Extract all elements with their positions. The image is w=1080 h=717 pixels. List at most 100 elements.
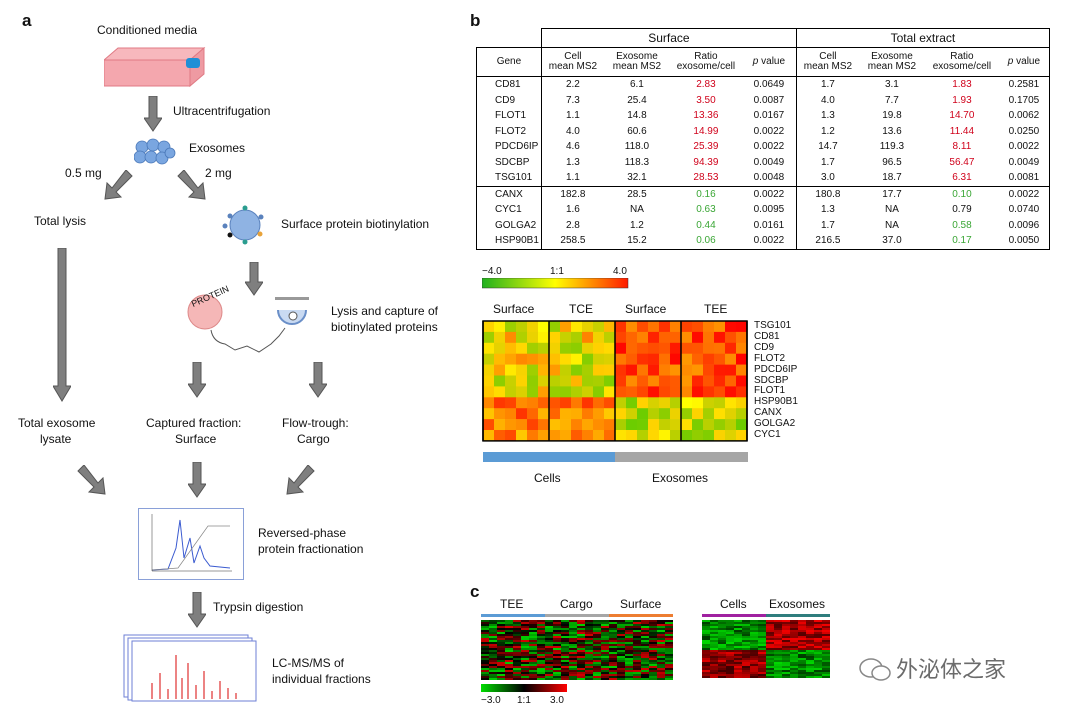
total-cell-value: 180.8 xyxy=(795,186,859,202)
step-conditioned-media: Conditioned media xyxy=(97,23,198,37)
heatmap-cell xyxy=(569,626,578,629)
heatmap-cell xyxy=(742,658,751,661)
heatmap-cell xyxy=(750,634,759,637)
heatmap-cell xyxy=(617,632,626,635)
heatmap-cell xyxy=(615,430,627,442)
heatmap-cell xyxy=(782,626,791,629)
heatmap-cell xyxy=(806,644,815,647)
heatmap-cell xyxy=(553,620,562,623)
heatmap-cell xyxy=(577,664,586,667)
heatmap-cell xyxy=(569,656,578,659)
heatmap-cell xyxy=(633,652,642,655)
heatmap-cell xyxy=(806,668,815,671)
heatmap-cell xyxy=(798,646,807,649)
surface-cell-value: 1.1 xyxy=(540,170,604,186)
heatmap-cell xyxy=(649,662,658,665)
heatmap-cell xyxy=(774,662,783,665)
heatmap-cell xyxy=(569,648,578,651)
heatmap-cell xyxy=(790,652,799,655)
heatmap-cell xyxy=(571,397,583,409)
heatmap-cell xyxy=(710,644,719,647)
heatmap-cell xyxy=(649,640,658,643)
heatmap-cell xyxy=(633,638,642,641)
heatmap-cell xyxy=(521,672,530,675)
heatmap-gene-label: PDCD6IP xyxy=(754,363,798,375)
heatmap-cell xyxy=(726,666,735,669)
heatmap-cell xyxy=(553,662,562,665)
heatmap-cell xyxy=(718,620,727,623)
heatmap-cell xyxy=(571,430,583,442)
heatmap-cell xyxy=(665,650,673,653)
heatmap-cell xyxy=(569,674,578,677)
heatmap-cell xyxy=(569,624,578,627)
heatmap-cell xyxy=(538,408,550,420)
heatmap-cell xyxy=(489,642,498,645)
heatmap-cell xyxy=(806,630,815,633)
heatmap-cell xyxy=(625,666,634,669)
heatmap-cell xyxy=(649,620,658,623)
heatmap-cell xyxy=(497,656,506,659)
heatmap-cell xyxy=(585,642,594,645)
heatmap-cell xyxy=(718,674,727,677)
heatmap-cell xyxy=(633,620,642,623)
heatmap-cell xyxy=(637,397,649,409)
heatmap-cell xyxy=(710,636,719,639)
heatmap-cell xyxy=(742,660,751,663)
heatmap-cell xyxy=(513,634,522,637)
heatmap-cell xyxy=(641,638,650,641)
heatmap-cell xyxy=(553,666,562,669)
heatmap-cell xyxy=(641,620,650,623)
heatmap-cell xyxy=(665,638,673,641)
heatmap-cell xyxy=(505,624,514,627)
heatmap-cell xyxy=(585,674,594,677)
heatmap-cell xyxy=(538,430,550,442)
heatmap-cell xyxy=(742,642,751,645)
heatmap-cell xyxy=(710,660,719,663)
heatmap-cell xyxy=(601,670,610,673)
heatmap-cell xyxy=(560,419,572,431)
chromatogram-icon xyxy=(138,508,244,580)
heatmap-cell xyxy=(742,664,751,667)
heatmap-cell xyxy=(569,646,578,649)
total-ratio-value: 0.58 xyxy=(952,219,972,231)
heatmap-cell xyxy=(736,331,748,344)
heatmap-cell xyxy=(806,658,815,661)
heatmap-cell xyxy=(604,364,616,376)
heatmap-cell xyxy=(521,658,530,661)
c-group-cells: Cells xyxy=(720,597,747,611)
heatmap-cell xyxy=(561,644,570,647)
total-cell-value: 1.3 xyxy=(795,108,859,124)
down-arrow-icon xyxy=(144,96,162,132)
heatmap-cell xyxy=(609,640,618,643)
wechat-logo-icon xyxy=(859,658,891,681)
heatmap-cell xyxy=(670,321,682,333)
header-surface-pvalue: p value xyxy=(752,56,786,67)
heatmap-cell xyxy=(537,628,546,631)
heatmap-cell xyxy=(710,620,719,623)
heatmap-cell xyxy=(577,652,586,655)
heatmap-cell xyxy=(766,664,775,667)
heatmap-cell xyxy=(633,678,642,680)
heatmap-cell xyxy=(641,646,650,649)
heatmap-cell xyxy=(553,678,562,680)
heatmap-cell xyxy=(714,342,726,354)
heatmap-cell xyxy=(545,654,554,657)
heatmap-cell xyxy=(604,419,616,431)
heatmap-cell xyxy=(750,640,759,643)
heatmap-cell xyxy=(561,630,570,633)
heatmap-cell xyxy=(659,321,671,333)
heatmap-cell xyxy=(561,634,570,637)
heatmap-cell xyxy=(734,660,743,663)
heatmap-cell xyxy=(758,644,767,647)
heatmap-cell xyxy=(561,636,570,639)
heatmap-cell xyxy=(505,632,514,635)
heatmap-cell xyxy=(513,650,522,653)
gene-cell: FLOT1 xyxy=(476,108,542,124)
heatmap-cell xyxy=(529,632,538,635)
heatmap-cell xyxy=(553,652,562,655)
heatmap-cell xyxy=(790,628,799,631)
heatmap-cell xyxy=(641,664,650,667)
heatmap-cell xyxy=(617,664,626,667)
heatmap-cell xyxy=(505,386,517,398)
heatmap-cell xyxy=(609,654,618,657)
